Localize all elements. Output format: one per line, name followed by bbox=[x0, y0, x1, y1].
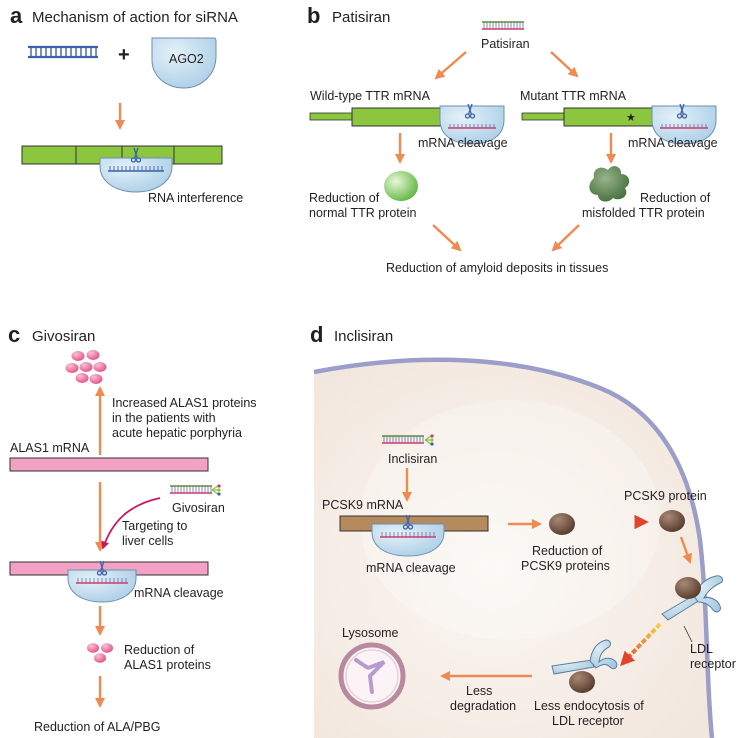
ago2-complex-a bbox=[99, 147, 173, 193]
increased-line2: in the patients with bbox=[112, 411, 216, 425]
wt-mrna-label: Wild-type TTR mRNA bbox=[310, 89, 431, 103]
targeting-line2: liver cells bbox=[122, 534, 173, 548]
pcsk9-protein-label: PCSK9 protein bbox=[624, 489, 707, 503]
galnac-ligand-icon bbox=[211, 484, 221, 496]
pcsk9-protein-icon bbox=[659, 510, 685, 532]
ldl-line2: receptor bbox=[690, 657, 736, 671]
endo-line1: Less endocytosis of bbox=[534, 699, 644, 713]
patisiran-duplex-icon bbox=[481, 21, 525, 30]
reduction-normal-line2: normal TTR protein bbox=[309, 206, 416, 220]
double-strand-icon bbox=[28, 45, 98, 59]
panel-a: a Mechanism of action for siRNA + AGO2 bbox=[10, 3, 243, 205]
panel-b-title: Patisiran bbox=[332, 9, 390, 26]
plus-sign: + bbox=[118, 44, 130, 66]
panel-d-title: Inclisiran bbox=[334, 328, 393, 345]
panel-a-title: Mechanism of action for siRNA bbox=[32, 9, 238, 26]
ldl-pointer bbox=[683, 625, 693, 643]
pcsk9-bound-icon bbox=[675, 577, 701, 599]
internalized-ldl-receptor-icon bbox=[551, 639, 618, 675]
targeting-arrow bbox=[101, 497, 161, 550]
wt-mrna-bar bbox=[309, 103, 505, 145]
red-star-icon: ★ bbox=[626, 112, 636, 124]
ago2-protein-icon: AGO2 bbox=[151, 37, 217, 89]
mut-mrna-label: Mutant TTR mRNA bbox=[520, 89, 627, 103]
panel-c: c Givosiran Increased ALAS1 proteins in … bbox=[8, 322, 257, 734]
normal-ttr-protein-icon bbox=[384, 171, 418, 201]
inclisiran-label: Inclisiran bbox=[388, 452, 437, 466]
galnac-ligand-icon-d bbox=[424, 434, 434, 446]
c-cleavage-label: mRNA cleavage bbox=[134, 586, 224, 600]
alas1-protein-cluster-small bbox=[87, 643, 113, 663]
ala-pbg-label: Reduction of ALA/PBG bbox=[34, 720, 160, 734]
increased-line3: acute hepatic porphyria bbox=[112, 426, 242, 440]
internalized-pcsk9-icon bbox=[569, 671, 595, 693]
alas1-mrna-label: ALAS1 mRNA bbox=[10, 441, 90, 455]
d-reduction-line2: PCSK9 proteins bbox=[521, 559, 610, 573]
amyloid-label: Reduction of amyloid deposits in tissues bbox=[386, 261, 608, 275]
mut-cleavage-label: mRNA cleavage bbox=[628, 136, 718, 150]
patisiran-label: Patisiran bbox=[481, 37, 530, 51]
lysosome-icon bbox=[338, 642, 406, 710]
nucleus-shadow bbox=[360, 400, 660, 640]
wt-cleavage-label: mRNA cleavage bbox=[418, 136, 508, 150]
arrow-b-left bbox=[434, 51, 467, 80]
reduction-normal-line1: Reduction of bbox=[309, 191, 380, 205]
increased-line1: Increased ALAS1 proteins bbox=[112, 396, 257, 410]
arrow-b-converge-left bbox=[432, 224, 462, 252]
ago2-complex-c bbox=[67, 560, 137, 603]
ago2-label: AGO2 bbox=[169, 52, 204, 66]
misfolded-ttr-protein-icon bbox=[589, 166, 630, 202]
pcsk9-mrna-label: PCSK9 mRNA bbox=[322, 498, 404, 512]
reduction-misfolded-line1: Reduction of bbox=[640, 191, 711, 205]
c-reduction-line1: Reduction of bbox=[124, 643, 195, 657]
arrow-b-right bbox=[550, 51, 579, 78]
ldl-receptor-icon bbox=[661, 575, 723, 621]
mutant-mrna-bar: ★ bbox=[521, 103, 717, 145]
givosiran-duplex-icon bbox=[169, 485, 213, 494]
reduction-misfolded-line2: misfolded TTR protein bbox=[582, 206, 705, 220]
less-line2: degradation bbox=[450, 699, 516, 713]
alas1-protein-cluster-top bbox=[65, 350, 107, 384]
endocytosis-arrow bbox=[620, 622, 662, 667]
givosiran-label: Givosiran bbox=[172, 501, 225, 515]
panel-a-letter: a bbox=[10, 3, 23, 28]
c-reduction-line2: ALAS1 proteins bbox=[124, 658, 211, 672]
less-line1: Less bbox=[466, 684, 492, 698]
rnai-label: RNA interference bbox=[148, 191, 243, 205]
ldl-line1: LDL bbox=[690, 642, 713, 656]
pcsk9-protein-small-icon bbox=[549, 513, 575, 535]
panel-b: b Patisiran Patisiran Wild-type TTR mRNA… bbox=[307, 3, 718, 275]
targeting-line1: Targeting to bbox=[122, 519, 187, 533]
endo-line2: LDL receptor bbox=[552, 714, 624, 728]
ago2-complex-d bbox=[371, 514, 445, 557]
panel-c-title: Givosiran bbox=[32, 328, 95, 345]
d-reduction-line1: Reduction of bbox=[532, 544, 603, 558]
d-cleavage-label: mRNA cleavage bbox=[366, 561, 456, 575]
panel-d: d Inclisiran Inclisiran PCSK9 mRNA mRNA … bbox=[310, 322, 736, 738]
arrow-b-converge-right bbox=[551, 224, 580, 252]
panel-d-letter: d bbox=[310, 322, 323, 347]
arrow-d-to-receptor bbox=[679, 536, 693, 564]
panel-c-letter: c bbox=[8, 322, 20, 347]
cell-membrane bbox=[313, 357, 715, 738]
lysosome-label: Lysosome bbox=[342, 626, 399, 640]
alas1-mrna-bar bbox=[9, 457, 209, 472]
cell-body bbox=[314, 359, 712, 738]
panel-b-letter: b bbox=[307, 3, 320, 28]
